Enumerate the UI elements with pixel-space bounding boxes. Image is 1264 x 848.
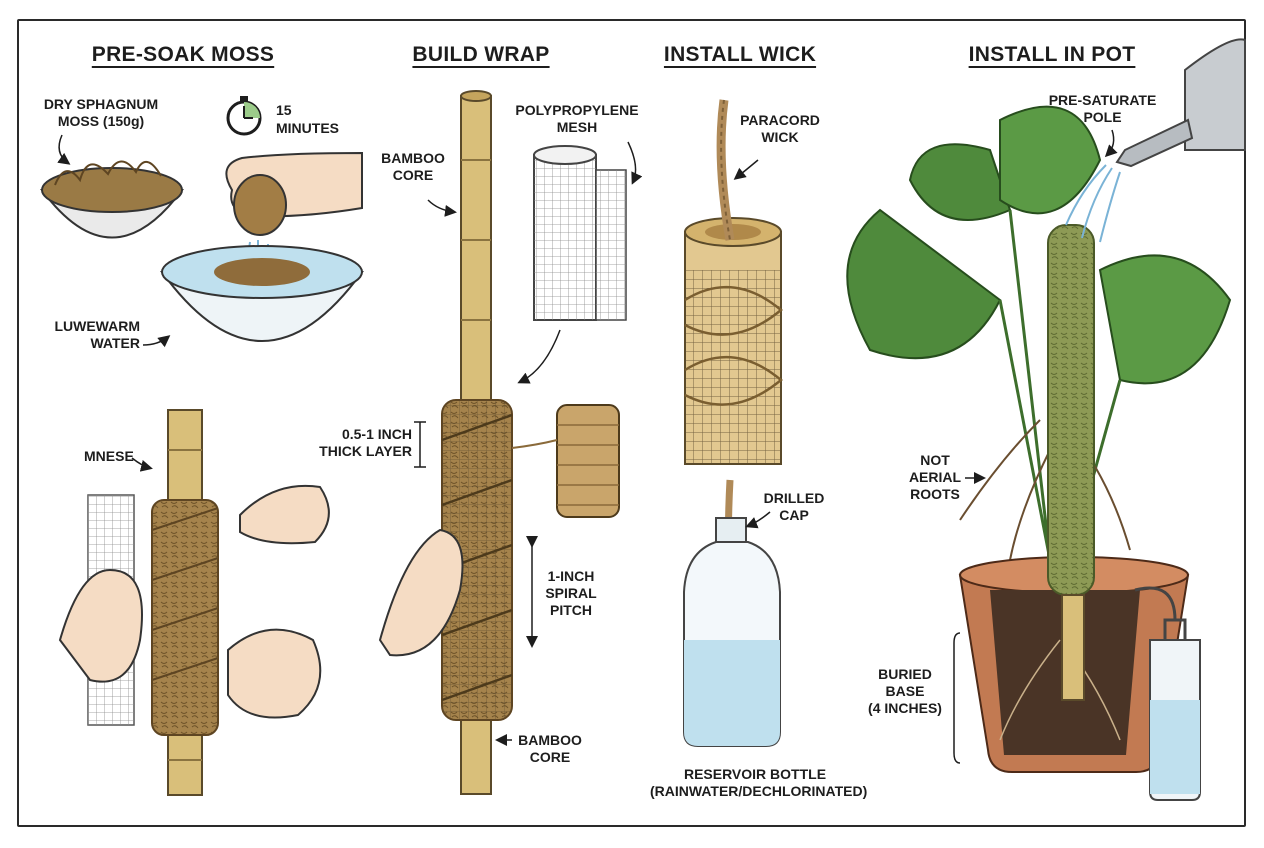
label-timer-value: 15 (276, 102, 292, 118)
label-pitch: 1-INCH SPIRAL PITCH (545, 568, 597, 618)
label-thickness: 0.5-1 INCH THICK LAYER (319, 426, 412, 459)
label-base: BURIED BASE (4 INCHES) (868, 666, 942, 716)
label-water: LUWEWARM WATER (54, 318, 140, 351)
squeeze-bottle (1134, 586, 1201, 801)
twine-spool (511, 404, 620, 518)
label-core-bottom: BAMBOO CORE (518, 732, 582, 765)
reservoir-bottle (683, 517, 781, 747)
title-pre-soak: PRE-SOAK MOSS (91, 43, 275, 66)
label-roots: NOT AERIAL ROOTS (908, 452, 962, 502)
label-timer-unit: MINUTES (276, 120, 339, 136)
label-mesh: POLYPROPYLENE MESH (515, 102, 639, 135)
stopwatch-icon (226, 96, 262, 136)
moss-pole (1047, 224, 1095, 701)
label-dry-moss: DRY SPHAGNUM MOSS (150g) (43, 96, 159, 129)
mesh-roll (533, 145, 627, 321)
title-install-pot: INSTALL IN POT (968, 43, 1136, 66)
dry-moss-bowl (40, 160, 184, 239)
label-core-top: BAMBOO CORE (381, 150, 445, 183)
wick-pole-section (684, 217, 783, 465)
water-bowl (160, 245, 364, 342)
title-install-wick: INSTALL WICK (663, 43, 817, 66)
title-build-wrap: BUILD WRAP (412, 43, 550, 66)
label-cap: DRILLED CAP (763, 490, 825, 523)
label-wick: PARACORD WICK (740, 112, 820, 145)
watering-can (1065, 38, 1246, 243)
moss-wrap (378, 399, 513, 721)
label-mesh-p1: MNESE (84, 448, 134, 464)
hand-squeezing-moss (225, 151, 363, 265)
diagram-frame (17, 19, 1246, 827)
label-bottle: RESERVOIR BOTTLE (RAINWATER/DECHLORINATE… (650, 766, 868, 799)
label-saturate: PRE-SATURATE POLE (1048, 92, 1157, 125)
wrapping-scene (58, 409, 330, 796)
